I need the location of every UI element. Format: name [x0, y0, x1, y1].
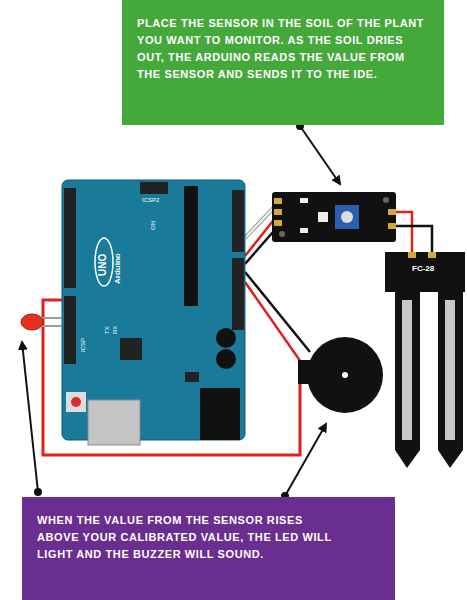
- arduino-board-part: [184, 186, 198, 306]
- instruction-box: PLACE THE SENSOR IN THE SOIL OF THE PLAN…: [122, 0, 444, 125]
- arduino-board-part: [64, 188, 76, 288]
- buzzer-part: [342, 372, 348, 378]
- soil-probe-part: [402, 300, 412, 440]
- soil-probe-part: [385, 252, 465, 468]
- arduino-board-part: [120, 338, 142, 360]
- led-part: [40, 325, 62, 327]
- led-label: RX: [112, 326, 118, 334]
- sensor-module-part: [388, 209, 396, 215]
- callout-text: PLACE THE SENSOR IN THE SOIL OF THE PLAN…: [137, 15, 429, 83]
- header-label: ICSP: [80, 338, 86, 352]
- sensor-module-part: [274, 198, 282, 204]
- arduino-board-part: [64, 296, 76, 364]
- soil-probe: [385, 252, 465, 468]
- board-brand: Arduino: [114, 253, 122, 284]
- arduino-board-part: [232, 190, 244, 252]
- sensor-module-part: [272, 192, 396, 242]
- buzzer: [298, 337, 383, 413]
- led: [21, 314, 62, 330]
- sensor-module-part: [274, 220, 282, 226]
- arduino-board-part: [88, 400, 140, 445]
- sensor-module-part: [388, 223, 396, 229]
- wires-part: [396, 212, 412, 252]
- part-number: FC-28: [412, 265, 434, 273]
- sensor-module-part: [274, 209, 282, 215]
- arduino-board: [62, 180, 245, 445]
- soil-probe-part: [408, 252, 416, 258]
- sensor-module-part: [341, 211, 353, 223]
- sensor-module: [272, 192, 396, 242]
- arduino-board-part: [185, 372, 199, 382]
- wires-part: [396, 226, 432, 252]
- led-part: [21, 314, 43, 330]
- arduino-board-part: [66, 392, 86, 412]
- result-box: WHEN THE VALUE FROM THE SENSOR RISES ABO…: [22, 497, 395, 600]
- sensor-module-part: [300, 228, 308, 233]
- arduino-board-part: [95, 238, 113, 286]
- callout-text: WHEN THE VALUE FROM THE SENSOR RISES ABO…: [37, 512, 337, 563]
- buzzer-part: [307, 337, 383, 413]
- sensor-module-part: [300, 198, 308, 203]
- arduino-board-part: [140, 182, 168, 194]
- board-logo: UNO: [98, 254, 108, 276]
- arduino-board-part: [71, 397, 81, 407]
- arduino-board-part: [232, 258, 244, 330]
- sensor-module-part: [279, 231, 285, 237]
- led-label: TX: [104, 326, 110, 334]
- arduino-board-part: [216, 349, 236, 369]
- header-label: ICSP2: [142, 197, 159, 203]
- leader-lines-part: [285, 424, 326, 496]
- sensor-module-part: [318, 212, 328, 222]
- leader-lines: [22, 122, 340, 500]
- arduino-board-part: [216, 328, 236, 348]
- sensor-module-part: [383, 197, 389, 203]
- sensor-module-part: [335, 205, 359, 229]
- soil-probe-part: [445, 300, 455, 440]
- leader-lines-part: [22, 342, 38, 492]
- wires-part: [245, 272, 310, 352]
- leader-lines-part: [300, 126, 340, 184]
- wires-part: [245, 282, 303, 365]
- led-label: ON: [150, 221, 156, 230]
- led-part: [40, 317, 62, 319]
- arduino-board-part: [200, 388, 240, 440]
- soil-probe-part: [428, 252, 436, 258]
